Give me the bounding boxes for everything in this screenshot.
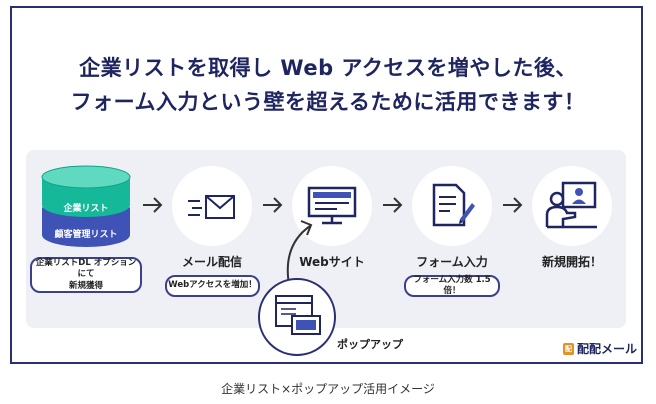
brand-mark-icon: 配 [563,342,574,355]
web-step-label: Webサイト [299,255,365,269]
form-document-icon [432,183,475,227]
arrow-right-icon [143,197,163,213]
db-note: 企業リストDL オプションにて 新規獲得 [30,257,142,293]
form-step-label: フォーム入力 [416,255,488,269]
brand-logo: 配 配配メール [563,340,637,357]
mail-icon [188,195,235,219]
popup-step-label: ポップアップ [337,338,403,351]
headline-line-1: 企業リストを取得し Web アクセスを増やした後、 [79,56,577,80]
form-step-note: フォーム入力数 1.5倍！ [404,275,500,297]
mail-step-note: Webアクセスを増加！ [165,275,260,297]
popup-window-icon [275,295,321,335]
figure-caption: 企業リスト×ポップアップ活用イメージ [221,382,435,396]
database-icon [41,165,131,247]
monitor-icon [307,186,357,225]
presenter-icon [545,181,597,229]
headline-line-2: フォーム入力という壁を超えるために活用できます！ [70,90,586,114]
db-note-text: 企業リストDL オプションにて 新規獲得 [35,258,137,291]
db-bottom-label: 顧客管理リスト [54,230,118,240]
arrow-right-icon [263,197,283,213]
brand-name: 配配メール [577,342,638,356]
db-top-label: 企業リスト [63,204,109,214]
arrow-right-icon [503,197,523,213]
arrow-right-icon [383,197,403,213]
new-step-label: 新規開拓！ [541,255,602,269]
mail-step-label: メール配信 [181,255,242,269]
